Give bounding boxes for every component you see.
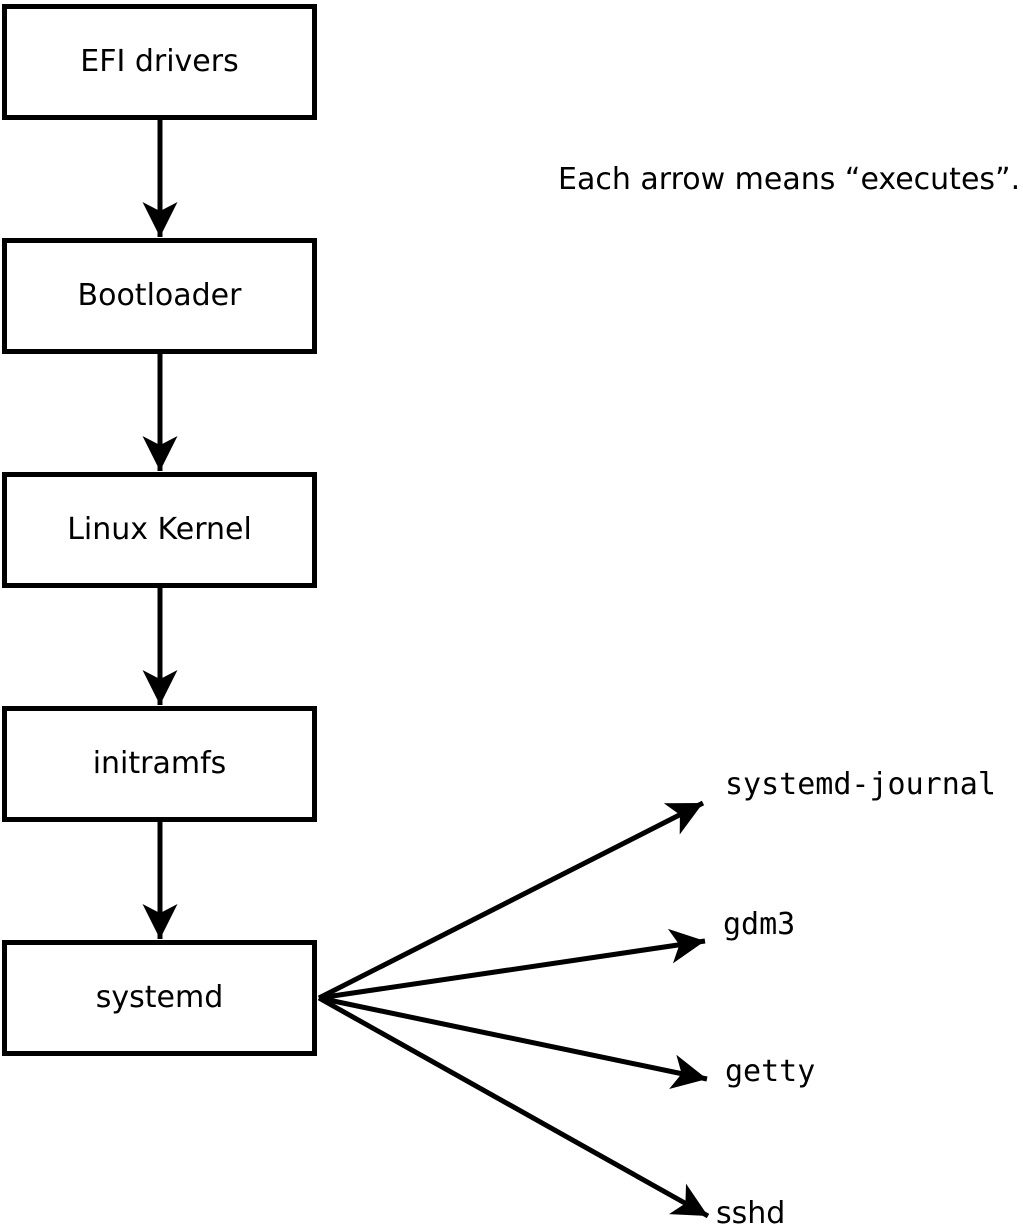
node-label-bootloader: Bootloader [77, 278, 242, 313]
label-gdm3: gdm3 [723, 907, 796, 942]
node-label-efi-drivers: EFI drivers [80, 44, 239, 79]
node-label-linux-kernel: Linux Kernel [67, 512, 252, 547]
arrow-systemd-to-journal [317, 800, 705, 1001]
node-efi-drivers: EFI drivers [2, 4, 317, 120]
node-bootloader: Bootloader [2, 238, 317, 354]
node-initramfs: initramfs [2, 706, 317, 822]
arrow-systemd-to-getty [318, 995, 708, 1089]
label-sshd: sshd [716, 1196, 786, 1230]
label-systemd-journal: systemd-journal [725, 767, 996, 802]
node-label-systemd: systemd [95, 980, 224, 1015]
caption-arrow-meaning: Each arrow means “executes”. [558, 162, 1021, 197]
arrow-systemd-to-sshd [317, 995, 710, 1219]
arrow-systemd-to-gdm3 [318, 928, 706, 1001]
node-label-initramfs: initramfs [92, 746, 227, 781]
node-linux-kernel: Linux Kernel [2, 472, 317, 588]
label-getty: getty [725, 1054, 816, 1089]
node-systemd: systemd [2, 940, 317, 1056]
